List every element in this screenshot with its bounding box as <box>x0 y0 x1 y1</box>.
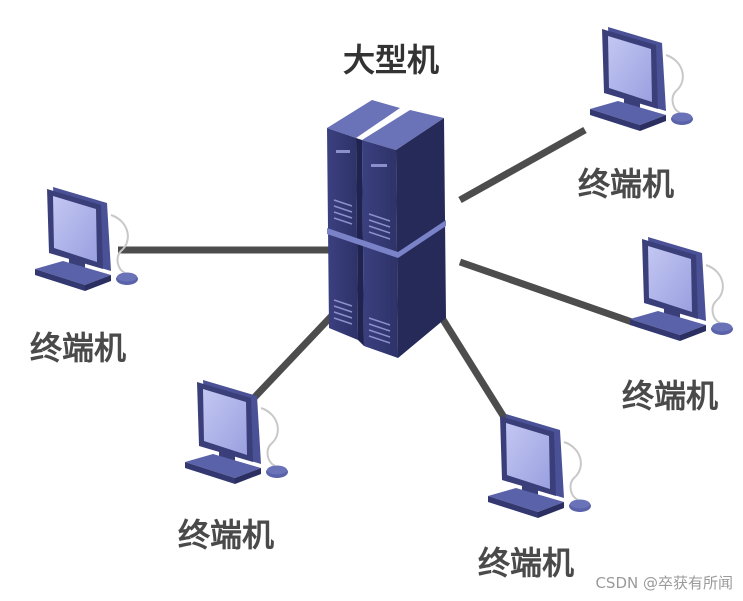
terminal-label-bottom-left: 终端机 <box>178 516 275 554</box>
link-terminal-bottom-right <box>439 316 515 432</box>
link-terminal-bottom-left <box>249 302 345 403</box>
terminal-label-bottom-right: 终端机 <box>478 544 575 582</box>
computer-terminal-icon <box>589 26 694 132</box>
terminal-label-top-right: 终端机 <box>578 165 675 203</box>
computer-terminal-icon <box>487 413 592 519</box>
watermark: CSDN @卒获有所闻 <box>595 574 733 592</box>
link-terminal-top-right <box>458 126 587 204</box>
terminal-label-left: 终端机 <box>30 329 127 367</box>
computer-terminal-icon <box>629 236 734 342</box>
computer-terminal-icon <box>34 186 139 292</box>
mainframe-label: 大型机 <box>343 41 440 79</box>
link-terminal-right <box>458 258 634 326</box>
mainframe-server-icon <box>327 100 446 358</box>
terminal-label-right: 终端机 <box>622 377 719 415</box>
computer-terminal-icon <box>184 379 289 485</box>
